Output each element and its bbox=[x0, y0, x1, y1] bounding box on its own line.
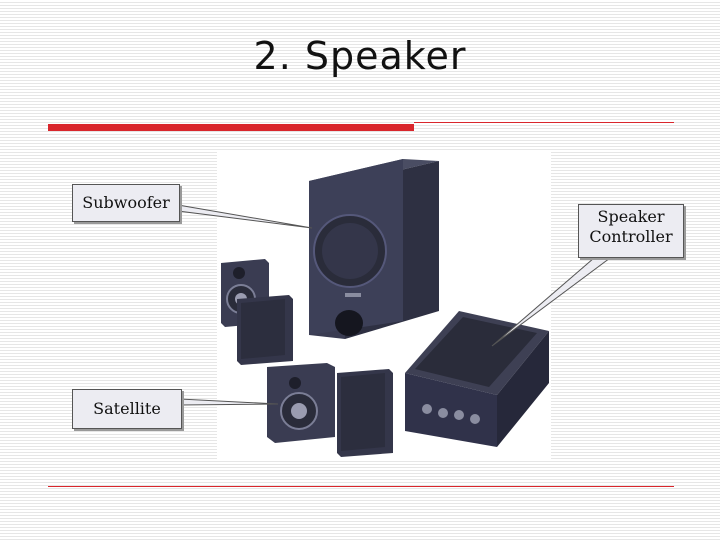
subwoofer-port bbox=[335, 310, 363, 336]
title-underline-thick bbox=[48, 124, 414, 131]
subwoofer-callout: Subwoofer bbox=[72, 184, 180, 222]
speaker-controller-callout: Speaker Controller bbox=[578, 204, 684, 258]
footer-rule bbox=[48, 486, 674, 487]
slide-title: 2. Speaker bbox=[253, 34, 467, 78]
title-underline-thin bbox=[414, 122, 674, 123]
controller-front bbox=[405, 373, 497, 447]
speaker-system-photo bbox=[217, 151, 551, 459]
controller-side bbox=[497, 331, 549, 447]
satellite-callout: Satellite bbox=[72, 389, 182, 429]
speaker-system-illustration bbox=[221, 159, 549, 457]
speaker-controller-callout-line2: Controller bbox=[589, 227, 673, 246]
speaker-controller-callout-line1: Speaker bbox=[597, 207, 665, 226]
